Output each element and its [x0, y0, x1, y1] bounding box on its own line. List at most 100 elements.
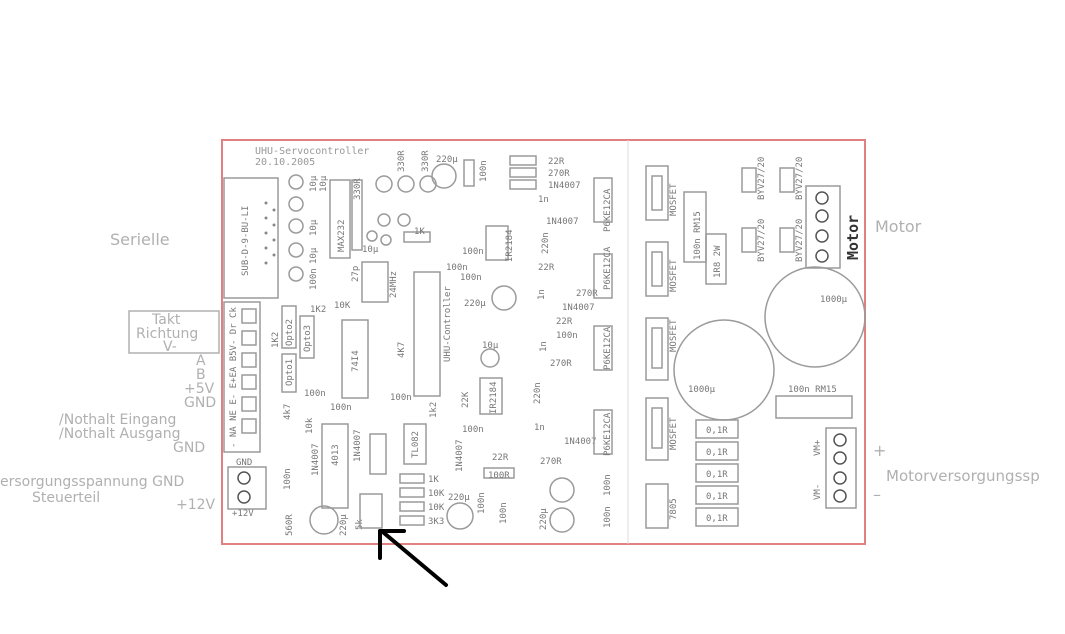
crystal: [361, 261, 389, 303]
c100n-m-label: 100n: [603, 506, 613, 528]
motor-screw-2: [815, 209, 829, 223]
c100n-j-label: 100n: [283, 468, 293, 490]
c220u-a-cap: [491, 285, 517, 311]
c100n-i-label: 100n: [603, 474, 613, 496]
label-takt: Takt: [151, 312, 181, 328]
c220u-b-cap: [309, 505, 339, 535]
c220u-d2-cap: [549, 507, 575, 533]
r1r8-resistor: [705, 233, 727, 285]
r01-c-label: 0,1R: [706, 470, 728, 480]
p6ke-d-tvs: [593, 409, 613, 455]
p6ke-c-tvs: [593, 325, 613, 371]
input-terminal-pin-labels: - NA NE E- E+EA B5V- Dr Ck: [229, 307, 239, 448]
d1n4007-e-label: 1N4007: [562, 303, 595, 313]
c220u-d-label: 220µ: [539, 508, 549, 530]
p6ke-c-label: P6KE12CA: [603, 326, 613, 370]
r10k-c-label: 10K: [428, 489, 445, 499]
label-gnd-1: GND: [184, 395, 216, 411]
c220n-a-label: 220n: [541, 232, 551, 254]
ir2184-b-ic: [479, 377, 503, 415]
r1k-b-label: 1K: [428, 475, 439, 485]
gnd-conn-label: GND: [236, 458, 252, 468]
vm-screw-4: [833, 489, 847, 503]
r100-a-label: 100R: [488, 471, 510, 481]
max232-label: MAX232: [337, 219, 347, 252]
c1n-a-label: 1n: [538, 195, 549, 205]
motor-connector-label: Motor: [844, 215, 862, 260]
label-12v: +12V: [176, 497, 216, 513]
label-a: A: [196, 353, 206, 369]
mosfet-a: [645, 165, 669, 221]
vm-minus-label: VM-: [813, 484, 823, 500]
ic-4013-label: 4013: [331, 444, 341, 466]
r22-a-label: 22R: [548, 157, 565, 167]
c100n-l-label: 100n: [499, 502, 509, 524]
opto1-label: Opto1: [285, 359, 295, 386]
pointer-arrow: [378, 529, 448, 587]
r22-b-label: 22R: [538, 263, 555, 273]
board-outline: [221, 139, 866, 545]
v7805-regulator: [645, 483, 669, 529]
p6ke-b-label: P6KE12CA: [603, 246, 613, 290]
r4k7-b-label: 4k7: [283, 404, 293, 420]
vm-screw-1: [833, 433, 847, 447]
c100n-k-label: 100n: [477, 492, 487, 514]
r1k2-b-label: 1K2: [271, 332, 281, 348]
plus12-conn-label: +12V: [232, 509, 254, 519]
tl082-label: TL082: [411, 431, 421, 458]
label-5v: +5V: [184, 381, 215, 397]
motor-screw-4: [815, 249, 829, 263]
c100n-e-label: 100n: [390, 393, 412, 403]
c100n-rm15-b-label: 100n RM15: [788, 385, 837, 395]
c100n-rm15-a-label: 100n RM15: [693, 211, 703, 260]
power-terminal-screw-2: [237, 490, 251, 504]
uhu-controller-label: UHU-Controller: [443, 286, 453, 362]
r270-c-label: 270R: [550, 359, 572, 369]
sub-d-pins: [264, 201, 276, 265]
d1n4007-a-label: 1N4007: [311, 443, 321, 476]
sub-d-connector: [223, 177, 279, 299]
c220n-b-label: 220n: [533, 382, 543, 404]
xtal-label: 24MHz: [389, 271, 399, 298]
r270-b-label: 270R: [576, 289, 598, 299]
c10u-b-label: 10µ: [319, 175, 329, 192]
label-v-minus: V-: [163, 339, 177, 355]
label-plus: +: [873, 441, 886, 460]
r330-b-label: 330R: [397, 150, 407, 172]
sub-d-label: SUB-D-9-BU-LI: [241, 206, 251, 276]
ic-small-near-4013: [369, 433, 387, 475]
r10k-a-label: 10K: [334, 301, 351, 311]
r1k-top-label: 1K: [414, 227, 425, 237]
v7805-label: 7805: [669, 498, 679, 520]
byv-diodes: [741, 167, 795, 253]
r01-a-label: 0,1R: [706, 426, 728, 436]
uhu-controller-ic: [413, 271, 441, 397]
p6ke-a-tvs: [593, 177, 613, 223]
c220u-b-label: 220µ: [339, 514, 349, 536]
c100n-rm15-b-cap: [775, 395, 853, 419]
r4k7-a-label: 4K7: [397, 342, 407, 358]
c1n-c-label: 1n: [539, 341, 549, 352]
c220u-d-cap: [549, 477, 575, 503]
r01-d-label: 0,1R: [706, 492, 728, 502]
c10u-c-label: 10µ: [309, 219, 319, 236]
d1n4007-d-label: 1N4007: [546, 217, 579, 227]
d1n4007-c-label: 1N4007: [455, 439, 465, 472]
motor-screw-3: [815, 229, 829, 243]
opto3: [299, 315, 315, 359]
top-resistors: [509, 155, 537, 190]
c220u-top-label: 220µ: [436, 155, 458, 165]
board-title: UHU-Servocontroller: [255, 146, 369, 157]
c100n-a-label: 100n: [309, 268, 319, 290]
r100-a-resistor: [483, 467, 515, 479]
mosfet-d-label: MOSFET: [669, 417, 679, 450]
board-date: 20.10.2005: [255, 157, 315, 168]
label-b: B: [196, 367, 206, 383]
r22-c-label: 22R: [556, 317, 573, 327]
r10k-d-label: 10K: [428, 503, 445, 513]
led-group: [366, 175, 437, 246]
mosfet-b-label: MOSFET: [669, 259, 679, 292]
shunt-resistors: [695, 419, 739, 527]
c100n-c-label: 100n: [304, 389, 326, 399]
